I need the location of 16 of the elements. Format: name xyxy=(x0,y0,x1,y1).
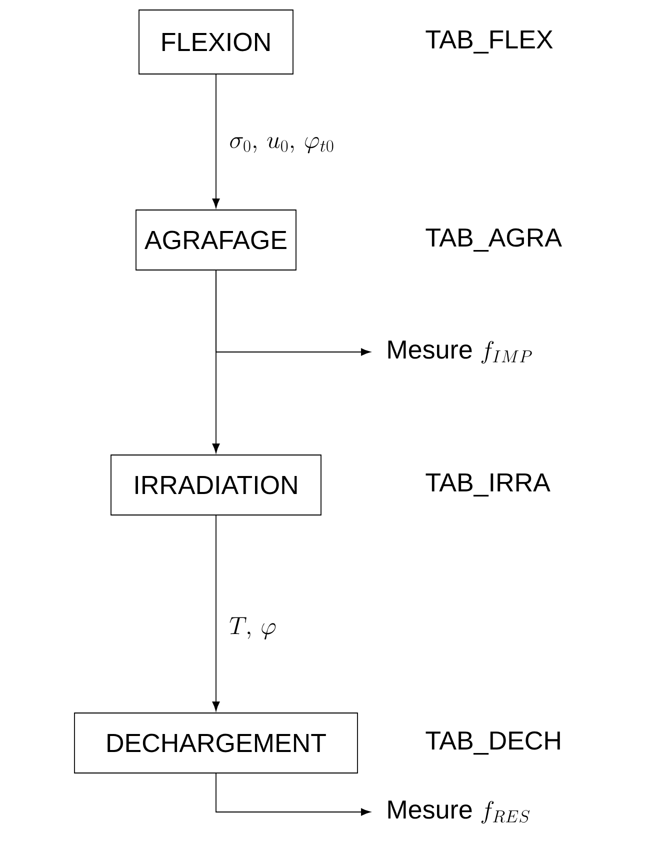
measure-label: Mesure $f_{IMP}$ xyxy=(388,340,532,364)
table-name: TAB_AGRA xyxy=(426,228,562,252)
measure-label: Mesure $f_{RES}$ xyxy=(388,800,530,824)
edge-label: $T,\, \varphi$ xyxy=(230,617,276,640)
process-box: FLEXION xyxy=(138,10,294,74)
arrow xyxy=(216,773,371,816)
table-name: TAB_FLEX xyxy=(426,30,553,54)
table-name: TAB_DECH xyxy=(426,731,560,755)
process-box: AGRAFAGE xyxy=(136,210,296,270)
arrow xyxy=(212,515,220,712)
arrow xyxy=(216,270,371,356)
table-name: TAB_IRRA xyxy=(426,473,550,497)
process-box: DECHARGEMENT xyxy=(74,712,358,774)
process-box: IRRADIATION xyxy=(110,454,322,516)
arrow xyxy=(212,74,220,208)
edge-label: $\sigma_0,\, u_0,\, \varphi_{t0}$ xyxy=(230,136,334,154)
